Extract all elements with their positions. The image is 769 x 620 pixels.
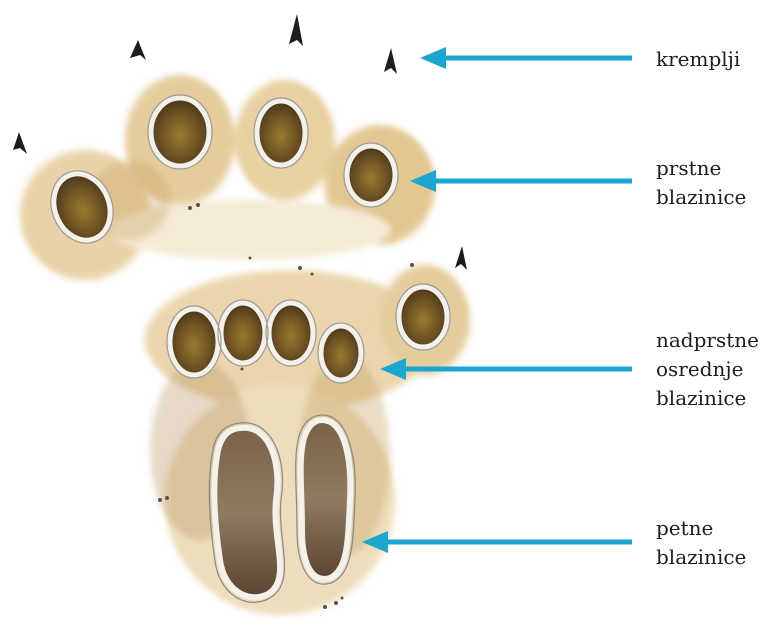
claw-3 (384, 48, 397, 74)
middle-pad-4 (321, 326, 361, 380)
label-line: osrednje (656, 355, 759, 384)
label-petne-blazinice: petne blazinice (656, 514, 746, 572)
middle-pad-1 (170, 309, 218, 375)
label-line: kremplji (656, 45, 740, 74)
label-line: blazinice (656, 543, 746, 572)
claw-2 (289, 14, 303, 46)
arrow-prstne-blazinice (410, 170, 632, 192)
label-line: blazinice (656, 384, 759, 413)
claw-1 (130, 40, 146, 60)
claw-5 (455, 246, 467, 270)
toe-pad-3 (257, 101, 305, 165)
middle-pad-3 (269, 303, 313, 363)
label-prstne-blazinice: prstne blazinice (656, 154, 746, 212)
label-nadprstne-osrednje-blazinice: nadprstne osrednje blazinice (656, 326, 759, 413)
middle-pad-2 (221, 303, 265, 363)
heel-pad-right (301, 420, 351, 579)
toe-pad-2 (151, 98, 209, 166)
label-line: nadprstne (656, 326, 759, 355)
label-line: petne (656, 514, 746, 543)
middle-pad-5 (399, 287, 447, 347)
toe-pad-4 (347, 146, 395, 204)
arrow-kremplji (420, 47, 632, 69)
label-line: blazinice (656, 183, 746, 212)
arrow-petne-blazinice (362, 531, 632, 553)
claw-4 (13, 132, 27, 154)
heel-pad-left (214, 428, 280, 598)
label-kremplji: kremplji (656, 45, 740, 74)
label-line: prstne (656, 154, 746, 183)
